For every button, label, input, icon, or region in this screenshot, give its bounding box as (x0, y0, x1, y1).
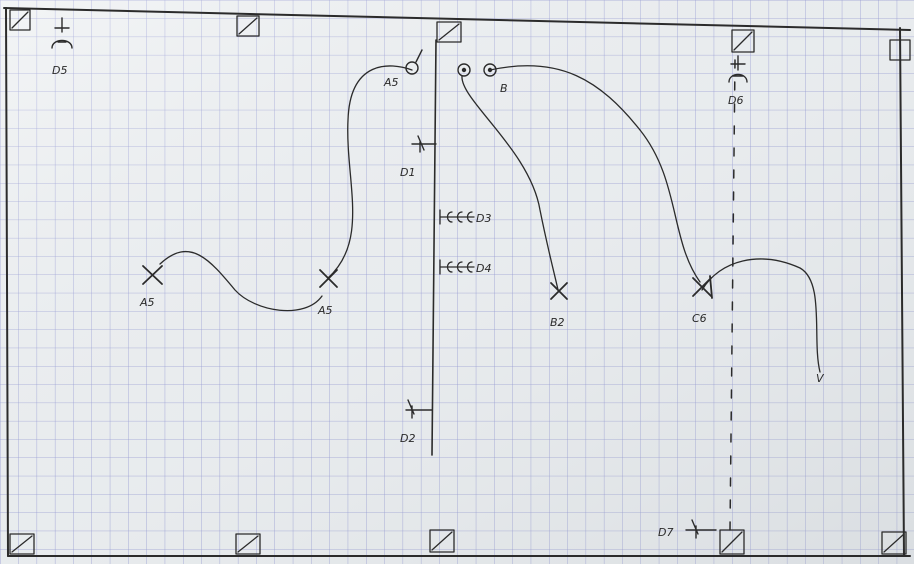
label-c6: C6 (692, 312, 707, 325)
wire-c6-to-v (701, 258, 821, 373)
label-d6: D6 (728, 94, 743, 107)
switch-d1 (411, 135, 437, 153)
label-v-end: V (816, 372, 825, 385)
outer-walls (3, 7, 911, 557)
wire-b-to-b2 (461, 75, 559, 291)
label-d7: D7 (658, 526, 673, 539)
label-a5-mid: A5 (317, 304, 333, 317)
wiring (159, 65, 821, 373)
label-a5-left: A5 (139, 296, 155, 309)
column-marker-top-left (9, 9, 31, 31)
label-a5-top: A5 (383, 76, 399, 89)
light-point-a5-left (142, 265, 163, 285)
switch-d7 (685, 519, 717, 539)
light-point-b2 (550, 282, 568, 300)
column-marker-bottom-left (9, 533, 35, 555)
outlet-b-circle-left (457, 63, 471, 77)
column-marker-bottom-4 (719, 529, 745, 555)
socket-d4 (439, 259, 475, 275)
column-marker-bottom-right (881, 531, 907, 555)
socket-d3 (439, 209, 475, 225)
column-marker-bottom-2 (235, 533, 261, 555)
lamp-symbol-d6 (728, 55, 748, 83)
column-marker-top-2 (236, 15, 260, 37)
wire-a5-mid-to-top (327, 65, 413, 279)
column-marker-right (889, 39, 911, 61)
label-d2: D2 (400, 432, 415, 445)
light-point-a5-mid (319, 269, 338, 288)
ceiling-outlets (405, 49, 497, 77)
outlet-a5-circle (405, 61, 419, 75)
lamp-symbol-d5 (51, 17, 73, 49)
partition-wall (431, 39, 437, 456)
light-point-c6 (692, 277, 712, 297)
label-d1: D1 (400, 166, 415, 179)
column-markers (9, 9, 911, 555)
label-b-top: B (500, 82, 508, 95)
column-marker-top-3 (436, 21, 462, 43)
label-d5: D5 (52, 64, 67, 77)
label-b2: B2 (550, 316, 565, 329)
light-points (142, 265, 713, 300)
switch-d2 (405, 399, 433, 419)
outlet-b-circle-right (483, 63, 497, 77)
label-d3: D3 (476, 212, 491, 225)
wire-b-to-c6 (489, 65, 701, 283)
label-d4: D4 (476, 262, 491, 275)
column-marker-bottom-3 (429, 529, 455, 553)
wire-a5-left-to-mid (159, 251, 323, 312)
column-marker-top-right (731, 29, 755, 53)
